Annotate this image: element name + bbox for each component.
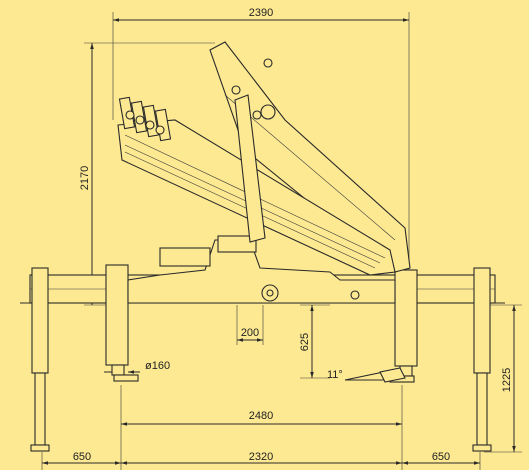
boom-cylinder — [234, 94, 266, 243]
dim-pad-diameter: ø160 — [145, 360, 170, 372]
main-boom — [209, 41, 411, 273]
dim-offset: 200 — [241, 327, 259, 339]
dim-height: 2170 — [79, 166, 91, 190]
right-outer-leg — [472, 267, 492, 452]
dim-span-between-pads: 2480 — [249, 410, 273, 422]
dim-left-extension: 650 — [73, 451, 91, 463]
left-inner-leg — [105, 264, 139, 382]
crane-column — [127, 235, 396, 304]
dimension-labels: 2390 2170 200 625 11° ø160 2480 1225 650… — [73, 7, 513, 463]
dim-right-leg-height: 1225 — [501, 368, 513, 392]
ground-wedge — [379, 367, 406, 383]
dim-center-width: 2320 — [249, 451, 273, 463]
dim-right-extension: 650 — [432, 451, 450, 463]
dim-clearance: 625 — [299, 333, 311, 351]
dim-overall-width: 2390 — [249, 7, 273, 19]
dim-angle: 11° — [327, 369, 343, 381]
left-outer-leg — [30, 267, 50, 452]
dimension-lines — [41, 12, 522, 470]
